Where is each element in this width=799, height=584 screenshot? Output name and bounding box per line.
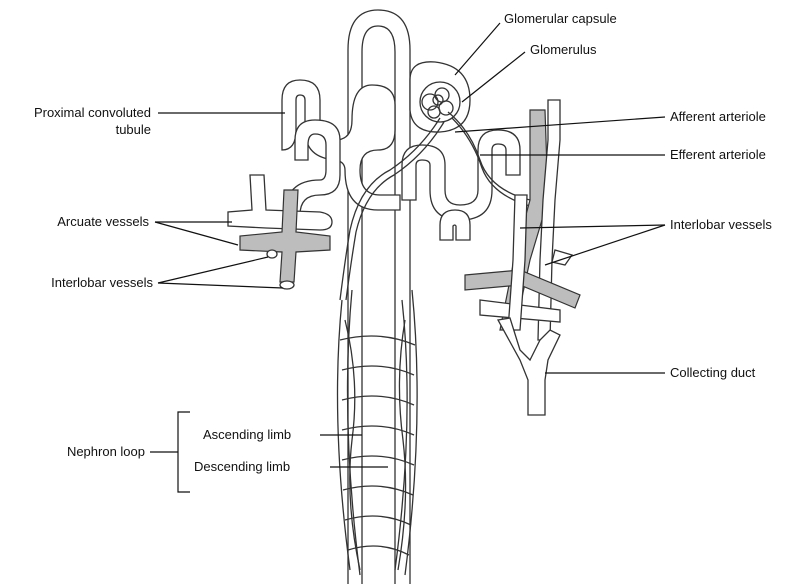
collecting-duct-label: Collecting duct [670,365,755,380]
ascending-limb-label: Ascending limb [203,427,291,442]
arcuate-vessels-label: Arcuate vessels [57,214,149,229]
descending-limb-label: Descending limb [194,459,290,474]
interlobar-vessels-left-label: Interlobar vessels [51,275,153,290]
glomerular-capsule-structure [410,62,470,132]
efferent-arteriole-label: Efferent arteriole [670,147,766,162]
glomerular-capsule-label: Glomerular capsule [504,11,617,26]
interlobar-vessels-right-label: Interlobar vessels [670,217,772,232]
afferent-arteriole-label: Afferent arteriole [670,109,766,124]
proximal-convoluted-tubule-label-line2: tubule [116,122,151,137]
glomerulus-label: Glomerulus [530,42,596,57]
proximal-convoluted-tubule-label-line1: Proximal convoluted [34,105,151,120]
nephron-loop-label: Nephron loop [67,444,145,459]
